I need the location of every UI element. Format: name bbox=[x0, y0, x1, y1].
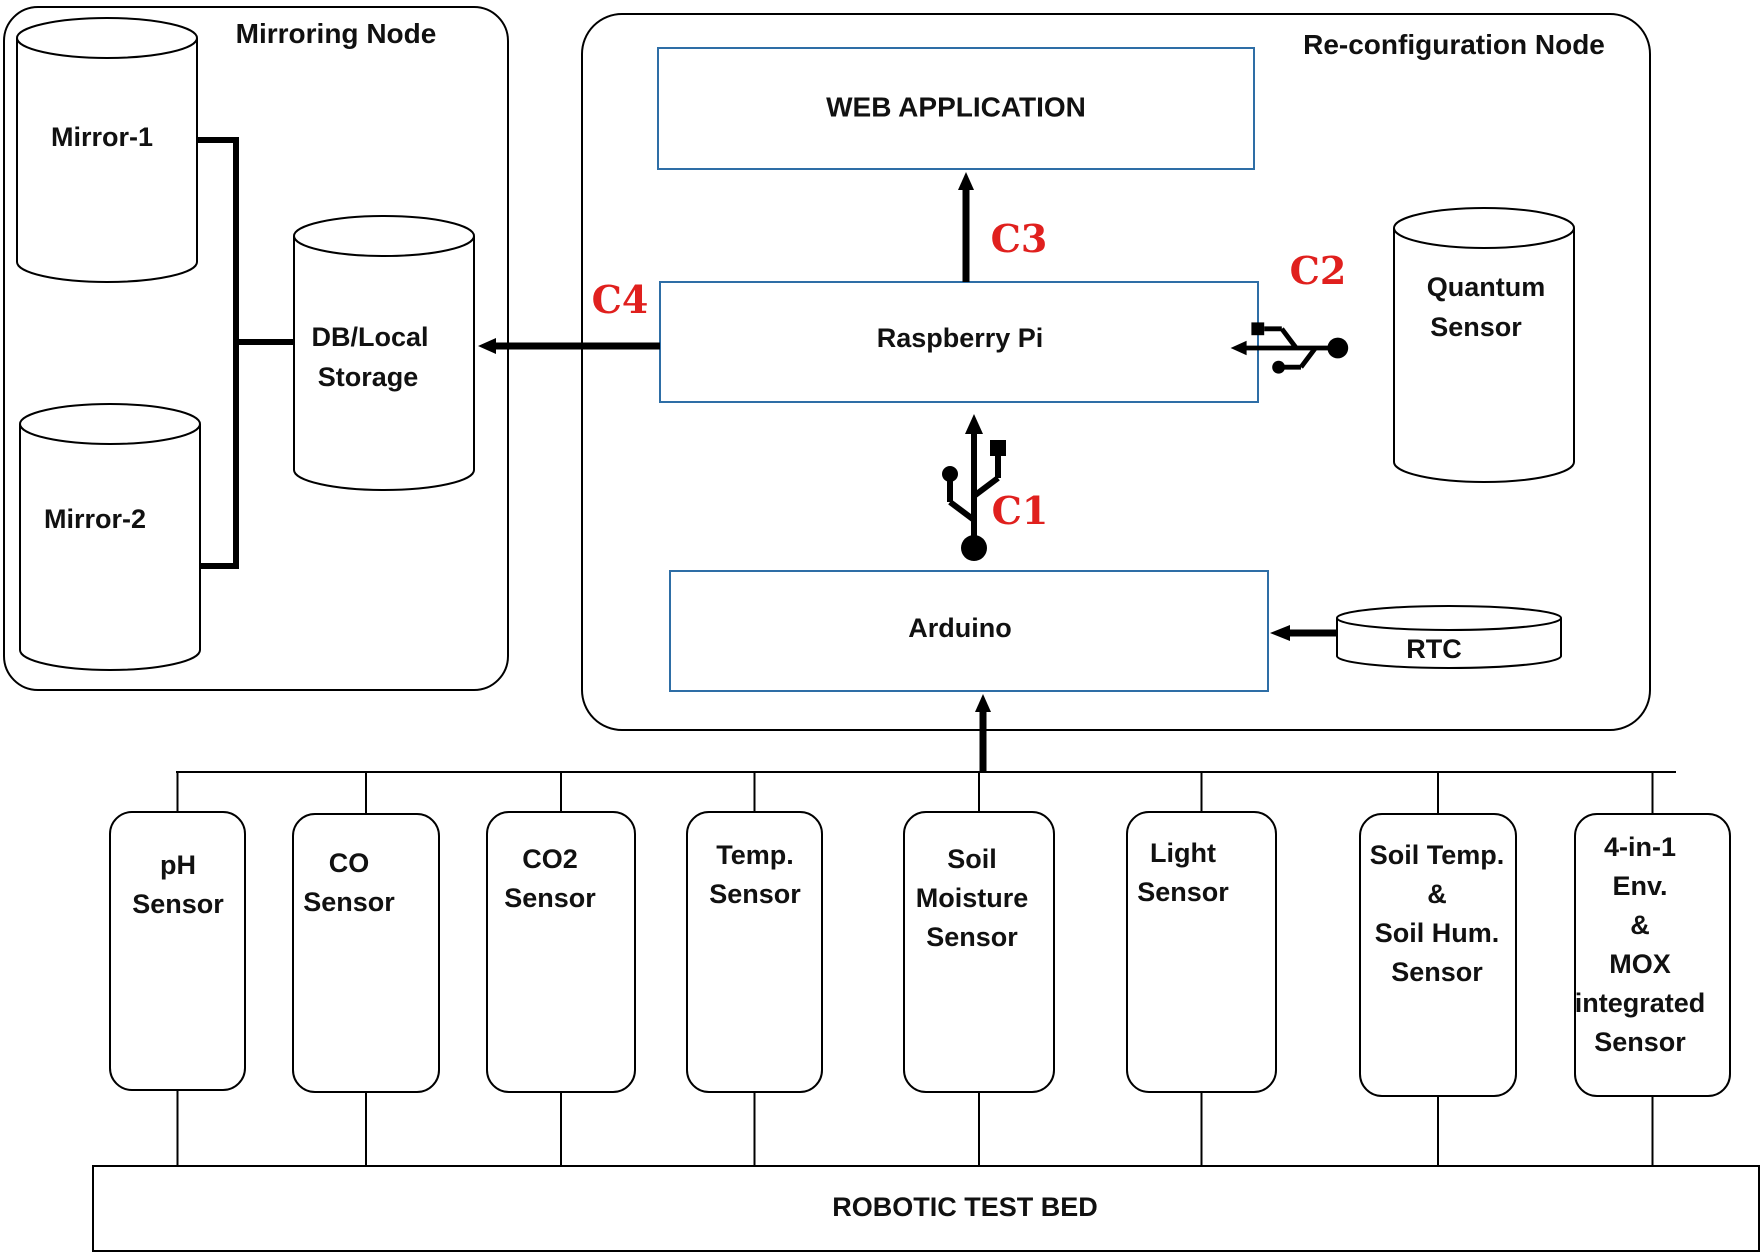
arduino-label: Arduino bbox=[908, 613, 1011, 643]
usb-icon bbox=[942, 414, 1006, 561]
sensor-label-line: Moisture bbox=[916, 883, 1029, 913]
reconfiguration-node: Re-configuration Node WEB APPLICATION Ra… bbox=[478, 13, 1651, 731]
robotic-test-bed-label: ROBOTIC TEST BED bbox=[832, 1192, 1098, 1222]
sensor-label-line: Sensor bbox=[303, 887, 395, 917]
usb-icon bbox=[1230, 322, 1349, 374]
web-application-label: WEB APPLICATION bbox=[826, 91, 1086, 122]
sensor-label-line: Sensor bbox=[1137, 877, 1229, 907]
sensor-label-line: MOX bbox=[1609, 949, 1671, 979]
mirror-1-label: Mirror-1 bbox=[51, 122, 153, 152]
sensor-label-line: & bbox=[1630, 910, 1650, 940]
db-label-line2: Storage bbox=[318, 362, 419, 392]
quantum-sensor-line1: Quantum bbox=[1427, 272, 1546, 302]
mirror-2-label: Mirror-2 bbox=[44, 504, 146, 534]
sensor-bus bbox=[176, 694, 1676, 773]
sensor-label-line: & bbox=[1427, 879, 1447, 909]
sensor-label-line: Temp. bbox=[716, 840, 794, 870]
arrow-icon bbox=[1270, 625, 1337, 641]
mirroring-node-title: Mirroring Node bbox=[236, 18, 437, 49]
arduino-box: Arduino bbox=[669, 570, 1269, 692]
mirroring-node: Mirroring Node Mirror-1 Mirror-2 DB/Loca… bbox=[3, 6, 509, 691]
arrow-icon bbox=[478, 338, 660, 354]
sensor-label-line: Soil Hum. bbox=[1375, 918, 1500, 948]
db-label-line1: DB/Local bbox=[311, 322, 428, 352]
sensor-label-line: Sensor bbox=[1594, 1027, 1686, 1057]
db-local-storage-cylinder: DB/Local Storage bbox=[293, 215, 475, 491]
sensor-label-line: Env. bbox=[1612, 871, 1667, 901]
arrow-icon bbox=[958, 172, 974, 282]
connector-c2-label: C2 bbox=[1290, 248, 1347, 293]
sensor-label-line: Sensor bbox=[926, 922, 1018, 952]
mirror-1-cylinder: Mirror-1 bbox=[16, 17, 198, 283]
connector-c3-label: C3 bbox=[991, 216, 1048, 261]
mirror-2-cylinder: Mirror-2 bbox=[19, 403, 201, 671]
web-application-box: WEB APPLICATION bbox=[657, 47, 1255, 170]
mirror-connector-bracket bbox=[197, 137, 296, 569]
connector-c4-label: C4 bbox=[592, 277, 649, 322]
raspberry-pi-box: Raspberry Pi bbox=[659, 281, 1259, 403]
sensor-label-line: CO bbox=[329, 848, 370, 878]
sensor-label-line: Light bbox=[1150, 838, 1216, 868]
sensor-box: pH Sensor bbox=[109, 772, 246, 1166]
sensor-label-line: CO2 bbox=[522, 844, 578, 874]
quantum-sensor-cylinder: Quantum Sensor bbox=[1393, 207, 1575, 483]
robotic-test-bed: ROBOTIC TEST BED bbox=[92, 1165, 1760, 1252]
reconfiguration-node-title: Re-configuration Node bbox=[1303, 29, 1605, 60]
sensor-label-line: Sensor bbox=[132, 889, 224, 919]
sensor-box: Soil Temp. & Soil Hum. Sensor bbox=[1359, 772, 1517, 1166]
sensor-list: pHSensorCOSensorCO2SensorTemp.SensorSoil… bbox=[109, 772, 1731, 1166]
rtc-label: RTC bbox=[1406, 634, 1462, 664]
rtc-cylinder: RTC bbox=[1336, 605, 1562, 669]
sensor-label-line: Sensor bbox=[504, 883, 596, 913]
sensor-box: CO Sensor bbox=[292, 772, 440, 1166]
connector-c1-label: C1 bbox=[992, 488, 1049, 533]
quantum-sensor-line2: Sensor bbox=[1430, 312, 1522, 342]
sensor-label-line: integrated bbox=[1575, 988, 1706, 1018]
sensor-label-line: Soil bbox=[947, 844, 997, 874]
raspberry-pi-label: Raspberry Pi bbox=[877, 323, 1044, 353]
sensor-label-line: 4-in-1 bbox=[1604, 832, 1676, 862]
sensor-label-line: Sensor bbox=[709, 879, 801, 909]
sensor-label-line: Sensor bbox=[1391, 957, 1483, 987]
sensor-label-line: Soil Temp. bbox=[1370, 840, 1505, 870]
sensor-label-line: pH bbox=[160, 850, 196, 880]
sensor-box: Temp. Sensor bbox=[686, 772, 823, 1166]
